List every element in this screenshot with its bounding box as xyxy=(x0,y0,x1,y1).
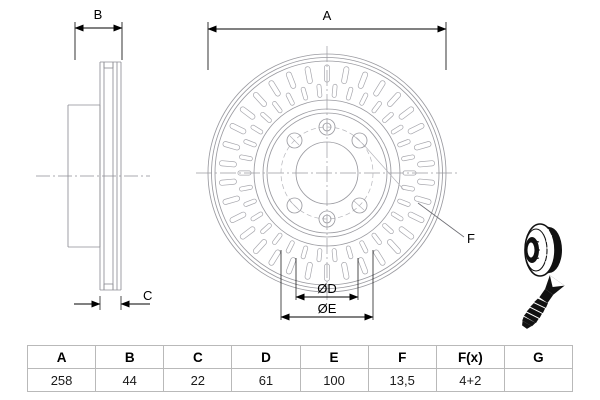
callout-F-label: F xyxy=(467,231,475,246)
table-value-row: 258 44 22 61 100 13,5 4+2 xyxy=(26,368,574,392)
dimension-E-label: ØE xyxy=(318,301,337,316)
dimension-D: ØD xyxy=(295,258,359,301)
dimension-B: B xyxy=(74,7,123,32)
td-Fx: 4+2 xyxy=(435,368,505,392)
table-header-row: A B C D E F F(x) G xyxy=(26,345,574,369)
side-section-view: B xyxy=(36,7,152,310)
td-C: 22 xyxy=(163,368,233,392)
callout-F: F xyxy=(417,202,475,246)
td-B: 44 xyxy=(95,368,165,392)
th-D: D xyxy=(231,345,301,369)
brake-disc-3d-icon xyxy=(524,223,562,277)
dimension-A: A xyxy=(207,8,447,70)
disc-rings xyxy=(207,53,447,293)
td-D: 61 xyxy=(231,368,301,392)
th-B: B xyxy=(95,345,165,369)
front-disc-view: A xyxy=(196,8,475,321)
dimension-B-label: B xyxy=(94,7,103,22)
th-G: G xyxy=(503,345,574,369)
spec-table: A B C D E F F(x) G 258 44 22 61 100 13,5… xyxy=(26,345,574,392)
th-C: C xyxy=(163,345,233,369)
dimension-C: C xyxy=(74,288,152,310)
th-F: F xyxy=(367,345,437,369)
dimension-E: ØE xyxy=(280,250,374,321)
th-Fx: F(x) xyxy=(435,345,505,369)
td-E: 100 xyxy=(299,368,369,392)
bolt-circle xyxy=(280,126,374,220)
dimension-C-label: C xyxy=(143,288,152,303)
front-centerlines xyxy=(196,46,458,300)
td-G xyxy=(503,368,574,392)
dimension-A-label: A xyxy=(323,8,332,23)
th-E: E xyxy=(299,345,369,369)
td-A: 258 xyxy=(26,368,97,392)
hub-holes xyxy=(286,118,405,228)
countersunk-screw-icon xyxy=(522,275,565,329)
dimension-D-label: ØD xyxy=(317,281,337,296)
td-F: 13,5 xyxy=(367,368,437,392)
part-icons xyxy=(522,223,565,329)
th-A: A xyxy=(26,345,97,369)
